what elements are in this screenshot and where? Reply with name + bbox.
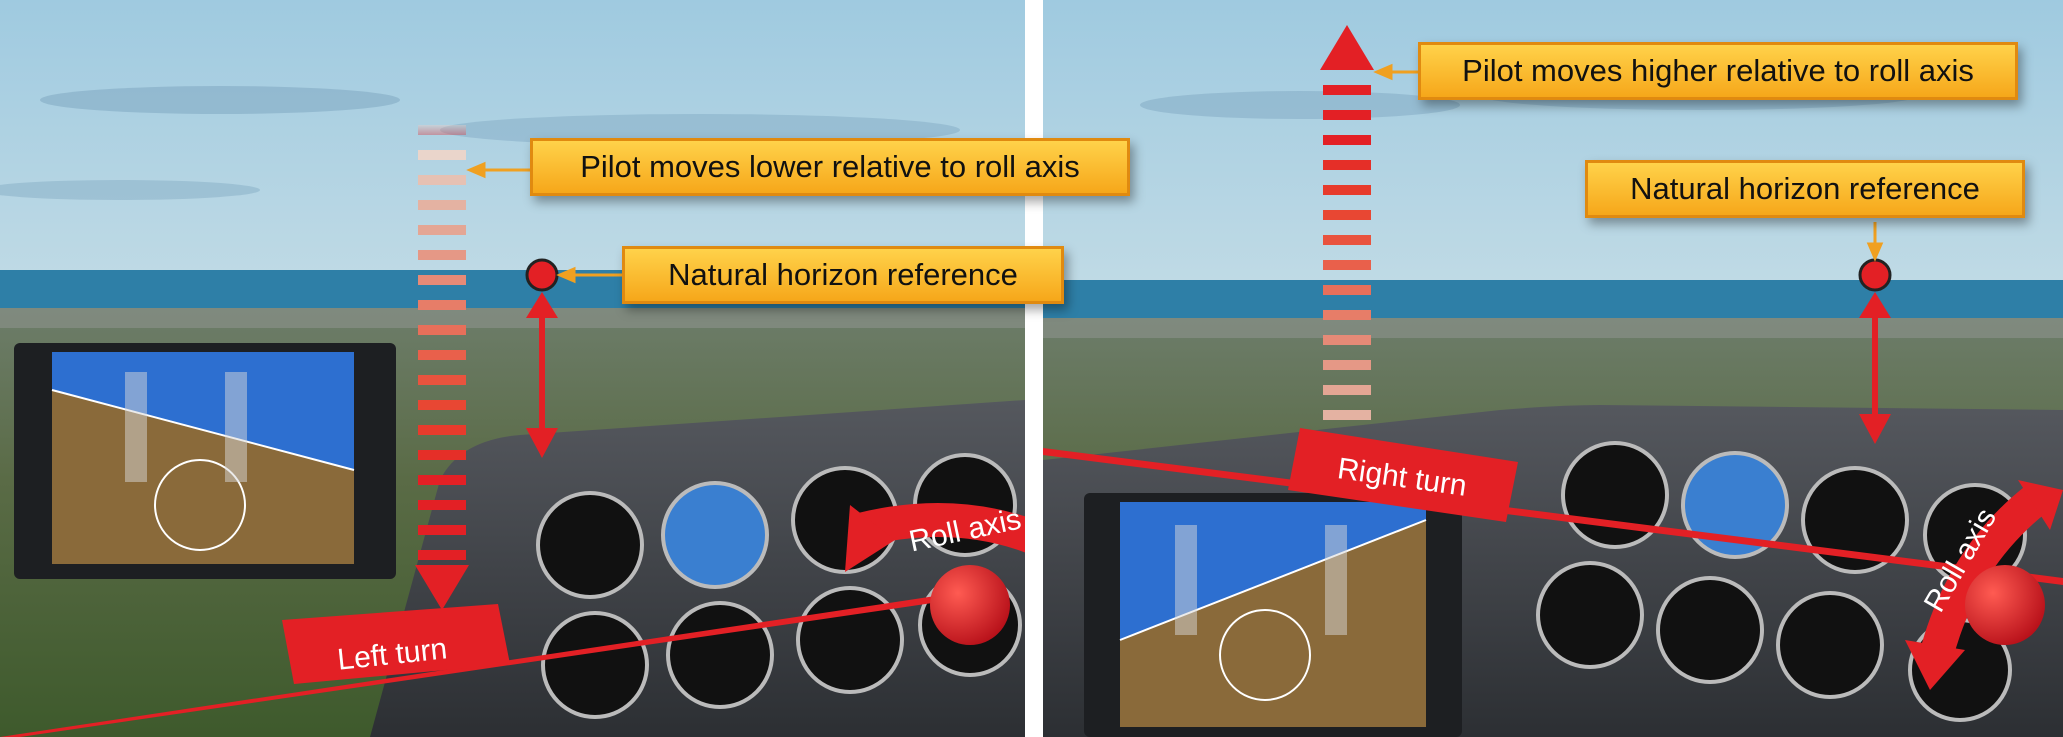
right-gauges (1536, 441, 2027, 722)
roll-axis-dot (1965, 565, 2045, 645)
callout-left-pilot-lower-text: Pilot moves lower relative to roll axis (580, 149, 1080, 184)
left-pilot-lower-arrow (415, 125, 469, 610)
horizon-reference-dot (525, 258, 559, 292)
left-display-screen (14, 343, 396, 579)
right-pilot-higher-arrow (1320, 25, 1374, 420)
callout-right-pilot-higher: Pilot moves higher relative to roll axis (1418, 42, 2018, 100)
left-horizon-reference (525, 258, 559, 458)
right-roll-axis-arrow (1905, 480, 2063, 690)
right-display-screen (1084, 493, 1462, 737)
right-horizon-reference (1858, 258, 1892, 444)
callout-right-horizon: Natural horizon reference (1585, 160, 2025, 218)
panel-divider (1025, 0, 1043, 737)
right-callout-connectors (1373, 63, 1884, 262)
callout-right-pilot-higher-text: Pilot moves higher relative to roll axis (1462, 53, 1974, 88)
callout-left-pilot-lower: Pilot moves lower relative to roll axis (530, 138, 1130, 196)
callout-right-horizon-text: Natural horizon reference (1630, 171, 1980, 206)
roll-axis-dot (930, 565, 1010, 645)
horizon-reference-dot (1858, 258, 1892, 292)
callout-left-horizon: Natural horizon reference (622, 246, 1064, 304)
right-turn-ribbon (1043, 428, 2063, 585)
left-callout-connectors (466, 161, 622, 284)
left-turn-ribbon (0, 590, 980, 737)
callout-left-horizon-text: Natural horizon reference (668, 257, 1018, 292)
